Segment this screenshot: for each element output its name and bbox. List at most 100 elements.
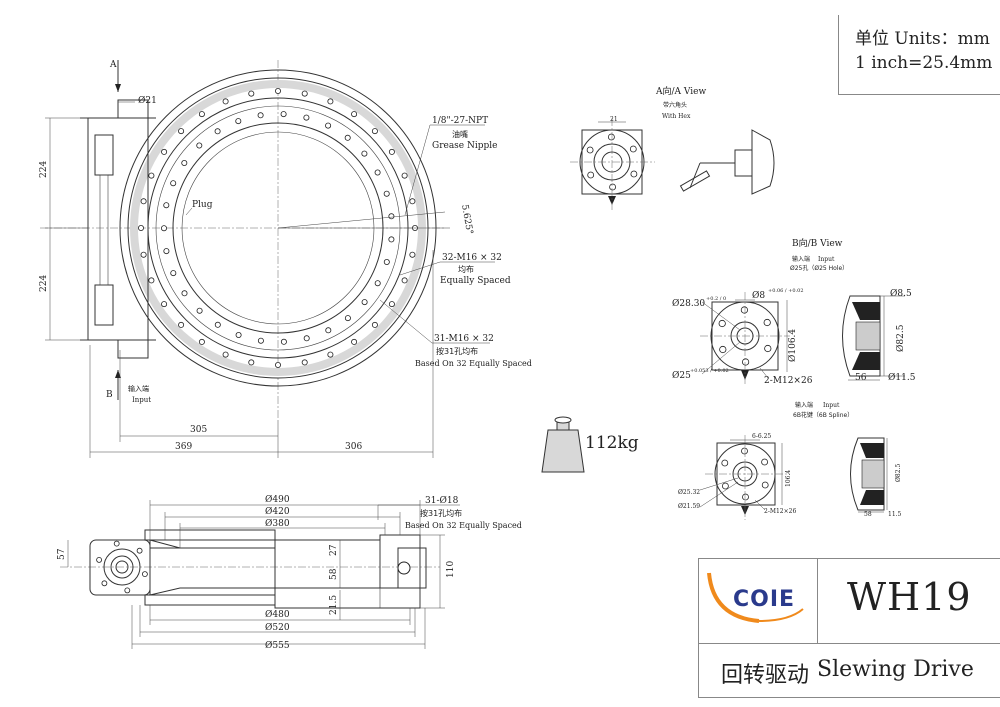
- outer-bolt-hole: [248, 359, 255, 366]
- b-view-d8-5: Ø8.5: [890, 288, 912, 299]
- section-holes-spec: 31-Ø18: [425, 495, 459, 506]
- outer-bolt-hole: [409, 198, 416, 205]
- dim-d490: Ø490: [265, 494, 290, 505]
- inner-bolt-hole: [388, 213, 395, 220]
- inner-bolt-hole: [170, 270, 177, 277]
- product-name-cn: 回转驱动: [721, 663, 810, 688]
- weight-icon: [541, 416, 585, 473]
- spline-view-bolt-hole: [721, 459, 729, 467]
- b-view-d8: Ø8: [752, 290, 765, 301]
- model-cell: WH19: [817, 559, 1000, 644]
- inner-bolt-hole: [325, 122, 332, 129]
- outer-bolt-hole: [140, 198, 147, 205]
- outer-bolt-hole: [198, 111, 205, 118]
- outer-bolt-circle: [137, 88, 418, 368]
- a-view-bolt-hole: [608, 133, 615, 141]
- spline-d25-32: Ø25.32: [678, 489, 700, 496]
- inner-bolt-hole: [344, 315, 351, 322]
- inner-bolt-hole: [235, 118, 242, 125]
- inner-bolt-hole: [196, 142, 203, 149]
- outer-bolt-hole: [222, 98, 229, 105]
- inner-bolt-hole: [344, 134, 351, 141]
- a-view-bolt-hole: [586, 146, 594, 154]
- a-view-sub-en: With Hex: [662, 113, 691, 120]
- inner-bolt-hole: [181, 159, 188, 166]
- inner-bolt-hole: [170, 180, 177, 187]
- inner-bolt-hole: [303, 114, 310, 121]
- dim-369: 369: [175, 442, 192, 452]
- title-block: COIE WH19 回转驱动 Slewing Drive: [698, 558, 1000, 698]
- b-view-input-cn: 输入端: [792, 255, 810, 263]
- inner-bolt-hole: [361, 150, 368, 157]
- b-view-d106: Ø106.4: [787, 329, 798, 362]
- b-view-d56: 56: [855, 373, 867, 383]
- b-view-bolt-hole: [741, 358, 750, 366]
- section-holes-en: Based On 32 Equally Spaced: [405, 521, 522, 530]
- b-view-bolt-hole: [719, 345, 727, 354]
- arrow-b-label: B: [106, 390, 113, 400]
- spline-view: 输入端 Input 6B花键（6B Spline） 6-6.25 106.4 Ø…: [678, 401, 902, 520]
- inner-bolt-hole: [374, 169, 381, 176]
- inner-holes-spec: 31-M16 × 32: [434, 334, 494, 344]
- outer-bolt-hole: [274, 361, 281, 368]
- outer-bolt-hole: [388, 148, 395, 155]
- product-name-row: 回转驱动 Slewing Drive: [699, 643, 1000, 697]
- grease-en: Grease Nipple: [432, 141, 497, 151]
- units-line-1: 单位 Units：mm: [855, 29, 990, 49]
- outer-holes-spec: 32-M16 × 32: [442, 253, 502, 263]
- outer-holes-en: Equally Spaced: [440, 276, 511, 286]
- dim-d380: Ø380: [265, 518, 290, 529]
- inner-bolt-hole: [235, 331, 242, 338]
- spline-d11-5: 11.5: [888, 511, 902, 518]
- brand-logo: COIE: [699, 559, 818, 644]
- inner-bolt-hole: [383, 190, 390, 197]
- dim-h21-5: 21.5: [329, 595, 339, 615]
- outer-bolt-hole: [371, 128, 378, 135]
- a-view-bolt-hole: [609, 183, 616, 191]
- inner-bolt-hole: [361, 299, 368, 306]
- b-view-d8-tol: +0.06 / +0.02: [768, 288, 804, 294]
- outer-bolt-hole: [198, 338, 205, 345]
- inner-bolt-hole: [196, 307, 203, 314]
- grease-cn: 油嘴: [452, 129, 468, 139]
- inner-bolt-hole: [325, 327, 332, 334]
- outer-bolt-hole: [301, 359, 308, 366]
- section-bolt-hole: [136, 547, 143, 554]
- outer-bolt-hole: [161, 301, 168, 308]
- spline-view-bolt-hole: [722, 482, 729, 490]
- inner-bolt-hole: [160, 225, 167, 232]
- a-view-dim: 21: [610, 116, 618, 123]
- section-holes-cn: 按31孔均布: [420, 508, 462, 518]
- dim-224-upper: 224: [39, 161, 49, 178]
- b-view-bolt-hole: [740, 306, 749, 314]
- spline-input-cn: 输入端: [795, 401, 813, 409]
- dim-d555: Ø555: [265, 640, 290, 651]
- outer-bolt-hole: [148, 172, 155, 179]
- b-view-bolt-hole: [764, 344, 772, 353]
- outer-bolt-hole: [301, 90, 308, 97]
- dim-d520: Ø520: [265, 622, 290, 633]
- dim-d420: Ø420: [265, 506, 290, 517]
- inner-bolt-hole: [181, 290, 188, 297]
- inner-holes-en: Based On 32 Equally Spaced: [415, 359, 532, 368]
- dim-h57: 57: [57, 548, 67, 560]
- spline-view-bolt-hole: [741, 447, 748, 455]
- outer-bolt-hole: [248, 90, 255, 97]
- outer-bolt-hole: [327, 351, 334, 358]
- a-view-title: A向/A View: [655, 85, 706, 97]
- arrow-a-label: A: [109, 60, 117, 70]
- outer-bolt-hole: [161, 148, 168, 155]
- dim-306: 306: [345, 442, 362, 452]
- spline-d58: 58: [864, 511, 872, 518]
- spline-note: 6B花键（6B Spline）: [793, 411, 853, 419]
- inner-bolt-hole: [383, 258, 390, 265]
- input-label-en: Input: [132, 396, 151, 404]
- b-view-input-en: Input: [818, 256, 835, 263]
- b-view-d28: Ø28.30: [672, 298, 705, 309]
- inner-bolt-hole: [388, 236, 395, 243]
- b-view-bolt-hole: [718, 319, 726, 328]
- outer-bolt-hole: [274, 88, 281, 95]
- section-bolt-hole: [113, 540, 120, 547]
- plug-label: Plug: [192, 200, 213, 210]
- b-view-m12: 2-M12×26: [764, 376, 813, 386]
